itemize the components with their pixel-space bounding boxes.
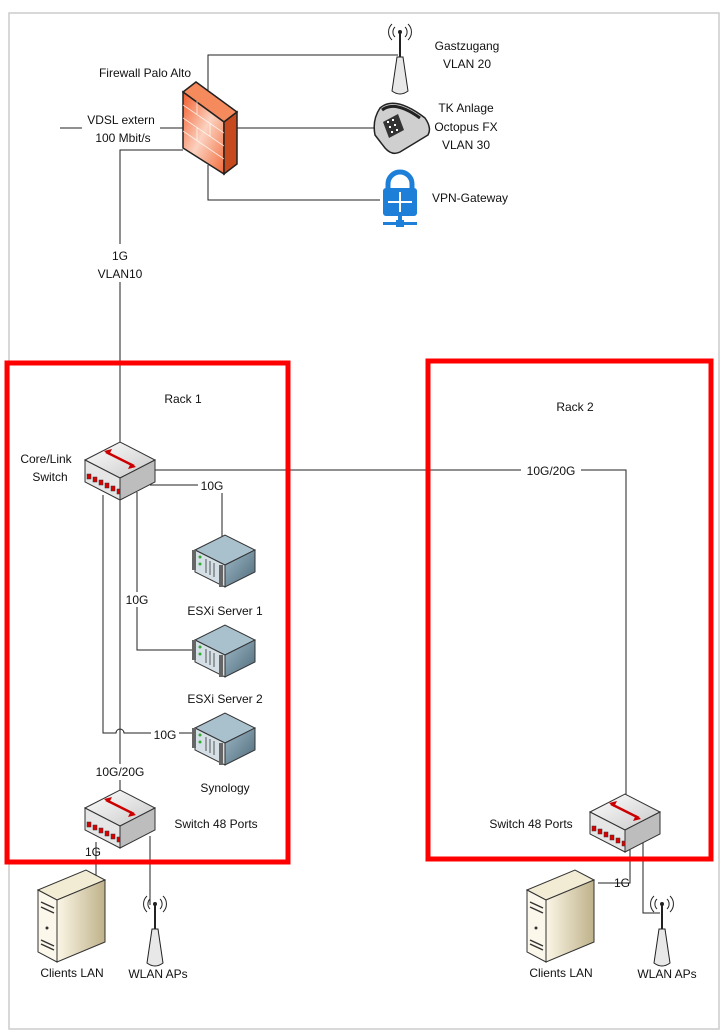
- telephone-icon[interactable]: [373, 102, 431, 155]
- core-switch-label-2: Switch: [32, 470, 67, 484]
- vpn-label: VPN-Gateway: [432, 191, 508, 205]
- rack2-clients-link-label: 1G: [614, 876, 630, 890]
- synology-icon[interactable]: [191, 712, 256, 766]
- line-firewall-guest: [207, 54, 398, 92]
- phone-label-3: VLAN 30: [442, 138, 490, 152]
- guest-label-1: Gastzugang: [435, 39, 500, 53]
- phone-label-2: Octopus FX: [434, 120, 497, 134]
- phone-label-1: TK Anlage: [438, 101, 494, 115]
- core-switch-icon[interactable]: [83, 440, 157, 502]
- rack1-switch-label: Switch 48 Ports: [174, 817, 257, 831]
- synology-link-label: 10G: [154, 728, 177, 742]
- core-switch48-link-label: 10G/20G: [96, 765, 145, 779]
- rack1-clients-label: Clients LAN: [40, 966, 103, 980]
- page-border: [8, 12, 720, 1030]
- rack2-switch-label: Switch 48 Ports: [489, 817, 572, 831]
- line-core-esxi2: [136, 492, 197, 651]
- core-switch-label-1: Core/Link: [20, 452, 72, 466]
- rack1-clients-link-label: 1G: [85, 845, 101, 859]
- rack1-wlan-antenna-icon[interactable]: [142, 895, 168, 967]
- rack1-switch-icon[interactable]: [83, 788, 157, 850]
- rack-1-frame: [4, 360, 291, 865]
- firewall-icon[interactable]: [181, 81, 239, 176]
- esxi-server-2-label: ESXi Server 2: [187, 692, 263, 706]
- vpn-gateway-icon[interactable]: [383, 169, 417, 227]
- rack2-clients-icon[interactable]: [526, 869, 595, 963]
- uplink-label-bg: [108, 244, 134, 282]
- rack-2-label: Rack 2: [556, 400, 594, 414]
- line-core-esxi1: [150, 484, 223, 540]
- esxi1-link-label: 10G: [201, 479, 224, 493]
- uplink-label-1: 1G: [112, 249, 128, 263]
- vdsl-label-1: VDSL extern: [87, 113, 155, 127]
- line-core-synology: [102, 495, 197, 734]
- connections: [60, 54, 660, 914]
- line-firewall-core: [119, 149, 183, 443]
- rack-2-frame: [425, 358, 714, 862]
- esxi2-link-label: 10G: [126, 593, 149, 607]
- vdsl-label-2: 100 Mbit/s: [95, 131, 150, 145]
- inter-rack-label-bg: [521, 462, 581, 478]
- uplink-label-2: VLAN10: [98, 267, 143, 281]
- esxi-server-2-icon[interactable]: [191, 624, 256, 678]
- antenna-icon[interactable]: [387, 23, 413, 95]
- esxi-server-1-label: ESXi Server 1: [187, 604, 263, 618]
- esxi-server-1-icon[interactable]: [191, 534, 256, 588]
- firewall-label: Firewall Palo Alto: [99, 66, 191, 80]
- rack2-clients-label: Clients LAN: [529, 966, 592, 980]
- line-core-rack2: [155, 469, 627, 802]
- rack1-clients-icon[interactable]: [37, 869, 106, 963]
- line-switch-wlan-rack2: [642, 838, 660, 914]
- rack2-wlan-label: WLAN APs: [637, 967, 696, 981]
- guest-label-2: VLAN 20: [443, 57, 491, 71]
- rack2-wlan-antenna-icon[interactable]: [649, 895, 675, 967]
- esxi1-label-bg: [198, 478, 226, 493]
- rack1-wlan-label: WLAN APs: [128, 967, 187, 981]
- rack2-switch-icon[interactable]: [588, 792, 662, 854]
- synology-label: Synology: [200, 781, 249, 795]
- esxi2-label-bg: [123, 592, 151, 607]
- rack-1-label: Rack 1: [164, 392, 202, 406]
- inter-rack-link-label: 10G/20G: [527, 464, 576, 478]
- core-switch48-label-bg: [91, 764, 149, 780]
- line-firewall-vpn: [207, 165, 380, 201]
- synology-label-bg: [151, 727, 179, 742]
